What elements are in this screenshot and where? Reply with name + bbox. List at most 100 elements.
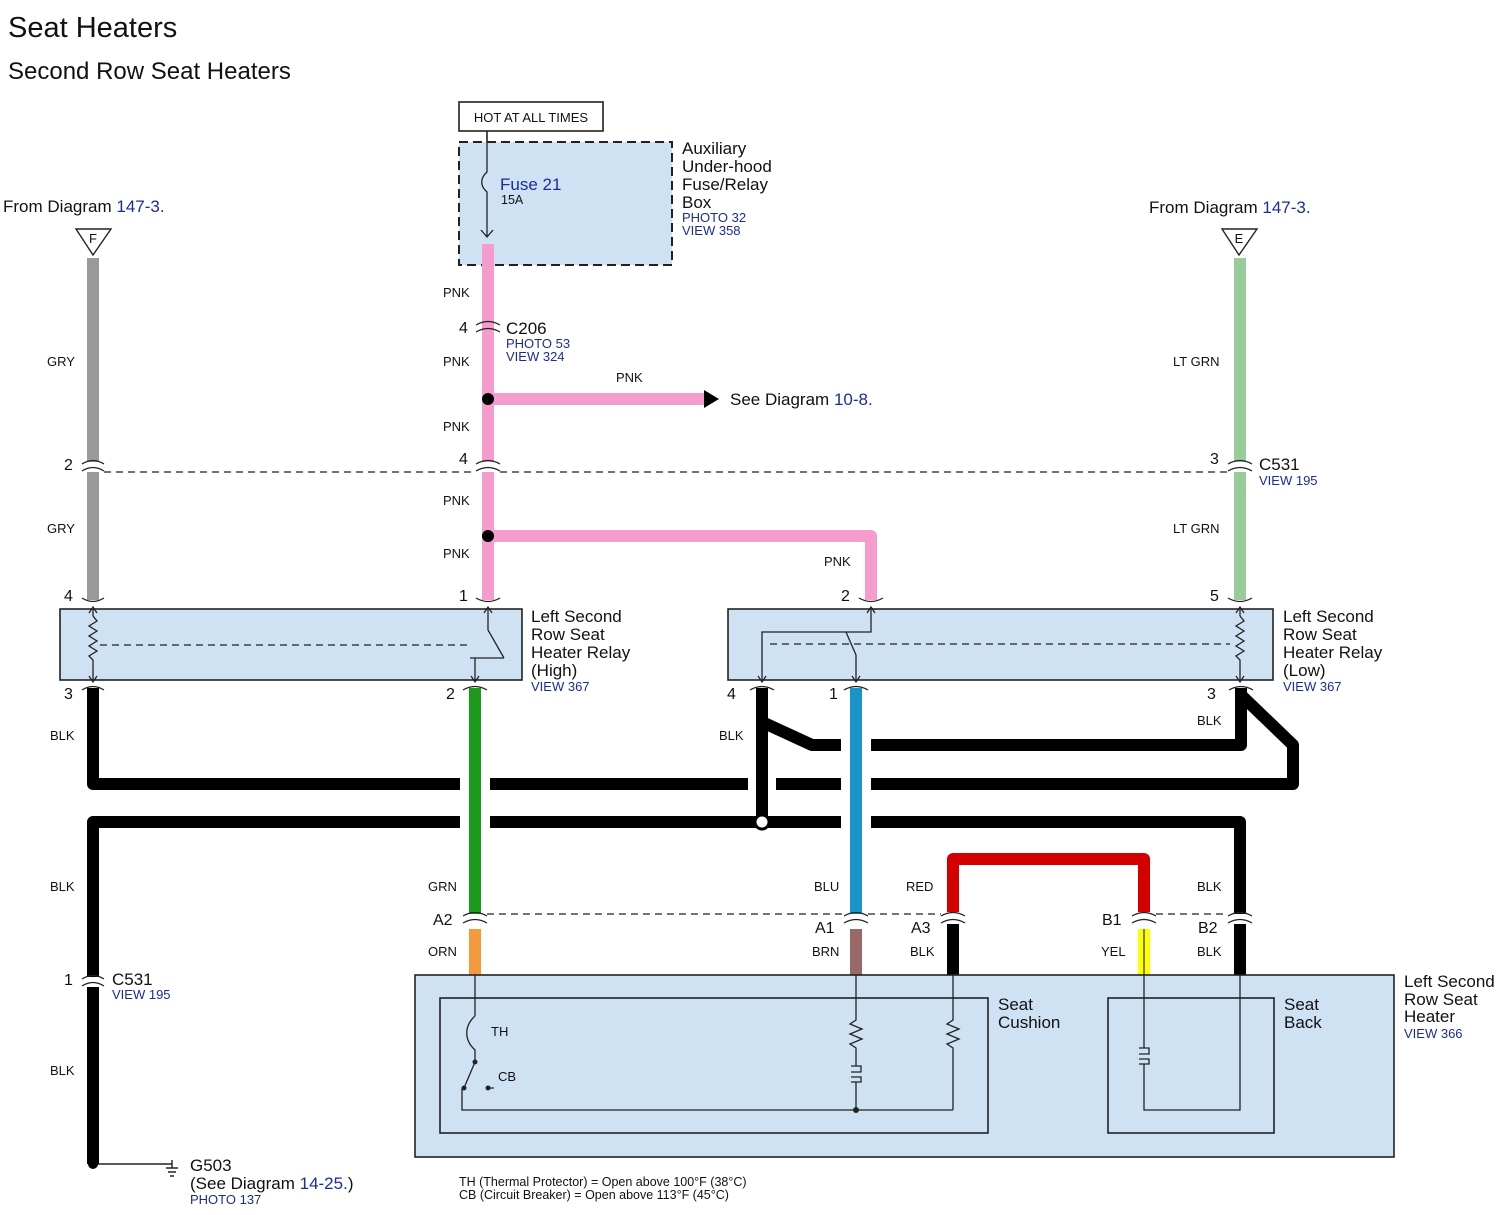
wire-label: PNK (443, 354, 470, 369)
fuse-box-name: Auxiliary Under-hood Fuse/Relay Box (682, 139, 772, 212)
connector-mark (1227, 459, 1253, 472)
wire-label: LT GRN (1173, 354, 1219, 369)
relay-high-name: Left Second Row Seat Heater Relay (High) (531, 607, 631, 680)
fuse-box-name-line: Box (682, 193, 712, 212)
connector-c206-view-ref: VIEW 324 (506, 349, 565, 364)
circuit-breaker-contact (485, 1085, 491, 1091)
pin-number: 5 (1210, 588, 1219, 605)
splice-point (853, 1107, 859, 1113)
connector-flag-f-label: F (89, 231, 97, 246)
wire-label: RED (906, 879, 933, 894)
connector-flag-f (74, 228, 113, 257)
seat-heater (414, 974, 1395, 1158)
fuse-relay-box (458, 141, 673, 266)
fuse-box-name-line: Under-hood (682, 157, 772, 176)
ground-photo-ref: PHOTO 137 (190, 1192, 261, 1207)
relay-bottom-pin-marks (81, 685, 1254, 691)
pin-number: A3 (911, 920, 931, 937)
seat-cushion-label: Cushion (998, 1013, 1060, 1032)
pin-number: 3 (1210, 451, 1219, 468)
relay-low-name: Left Second Row Seat Heater Relay (Low) (1283, 607, 1383, 680)
wire-label: BLK (1197, 879, 1222, 894)
seat-back-circuit (1139, 975, 1241, 1111)
wire-pnk-relay (488, 530, 877, 600)
relay-high-view-ref: VIEW 367 (531, 679, 590, 694)
connector-mark (81, 459, 105, 472)
wire-label: PNK (616, 370, 643, 385)
connector-c531-name: C531 (112, 970, 153, 989)
splice-point (482, 393, 494, 405)
from-diagram-left: From Diagram 147-3. (3, 197, 165, 216)
relay-low-switch-path (757, 605, 876, 684)
fuse-box-name-line: Fuse/Relay (682, 175, 768, 194)
wire-label: PNK (443, 285, 470, 300)
fuse-box-name-line: Auxiliary (682, 139, 747, 158)
pin-number: A1 (815, 920, 835, 937)
relay-low-coil (1234, 605, 1246, 684)
wire-label: BLK (1197, 713, 1222, 728)
ground-splice-point (753, 813, 771, 831)
relay-low-name-line: Heater Relay (1283, 643, 1383, 662)
fuse-name: Fuse 21 (500, 175, 561, 194)
wire-label: YEL (1101, 944, 1126, 959)
ground-see-diagram: (See Diagram 14-25.) (190, 1174, 353, 1193)
power-source-box (458, 101, 604, 132)
wire-label: PNK (443, 419, 470, 434)
circuit-breaker-label: CB (498, 1069, 516, 1084)
connector-c531-bottom-mark (81, 974, 105, 987)
connector-marks (80, 320, 1254, 987)
pin-numbers: 4 2 4 3 1 4 3 1 2 2 4 1 5 3 A2 A1 A3 B1 … (64, 320, 1219, 989)
wire-label: GRN (428, 879, 457, 894)
wire-label: GRY (47, 521, 75, 536)
connector-b1-mark (1131, 911, 1157, 924)
thermal-protector-label: TH (491, 1024, 508, 1039)
arrow-icon (704, 390, 719, 408)
note-circuit-breaker: CB (Circuit Breaker) = Open above 113°F … (459, 1188, 729, 1202)
ground-wire-lower (87, 816, 1246, 1164)
wire-label: ORN (428, 944, 457, 959)
fuse-box-view-ref: VIEW 358 (682, 223, 741, 238)
connector-c531-name: C531 (1259, 455, 1300, 474)
fuse-rating: 15A (501, 193, 524, 207)
splice-point (482, 530, 494, 542)
ground-name: G503 (190, 1156, 232, 1175)
connector-c206-name: C206 (506, 319, 547, 338)
connector-a1-mark (843, 911, 869, 924)
relay-high-name-line: Row Seat (531, 625, 605, 644)
ground-icon (166, 1160, 178, 1177)
relay-high-name-line: Left Second (531, 607, 622, 626)
pin-number: 2 (64, 457, 73, 474)
splice-point (88, 1159, 98, 1169)
page-subtitle: Second Row Seat Heaters (8, 58, 291, 85)
connector-flag-e-label: E (1235, 231, 1244, 246)
fuse-symbol (480, 142, 494, 238)
pin-number: 1 (64, 972, 73, 989)
wire-label: PNK (443, 493, 470, 508)
relay-high-name-line: (High) (531, 661, 577, 680)
pin-number: B1 (1102, 912, 1122, 929)
relay-low-switch-contact (845, 631, 861, 684)
seat-back-label: Back (1284, 1013, 1322, 1032)
seat-cushion-circuit (461, 975, 961, 1111)
relay-low-name-line: (Low) (1283, 661, 1326, 680)
connector-mark (475, 459, 501, 472)
connector-c206-photo-ref: PHOTO 53 (506, 336, 570, 351)
pin-number: 2 (841, 588, 850, 605)
pin-number: 1 (459, 588, 468, 605)
pin-number: 1 (829, 686, 838, 703)
wire-label: GRY (47, 354, 75, 369)
wire-label: PNK (824, 554, 851, 569)
seat-cushion-element (439, 997, 989, 1134)
seat-heater-view-ref: VIEW 366 (1404, 1026, 1463, 1041)
relay-high-coil (87, 605, 99, 684)
wire-label: LT GRN (1173, 521, 1219, 536)
ground-wire-network (87, 688, 1299, 1164)
from-diagram-right: From Diagram 147-3. (1149, 198, 1311, 217)
wire-label: BLK (50, 728, 75, 743)
relay-low-name-line: Row Seat (1283, 625, 1357, 644)
seat-back-label: Seat (1284, 995, 1319, 1014)
seat-heater-name-line: Heater (1404, 1007, 1455, 1026)
pin-number: 3 (64, 686, 73, 703)
pin-number: A2 (433, 912, 453, 929)
relay-high-name-line: Heater Relay (531, 643, 631, 662)
